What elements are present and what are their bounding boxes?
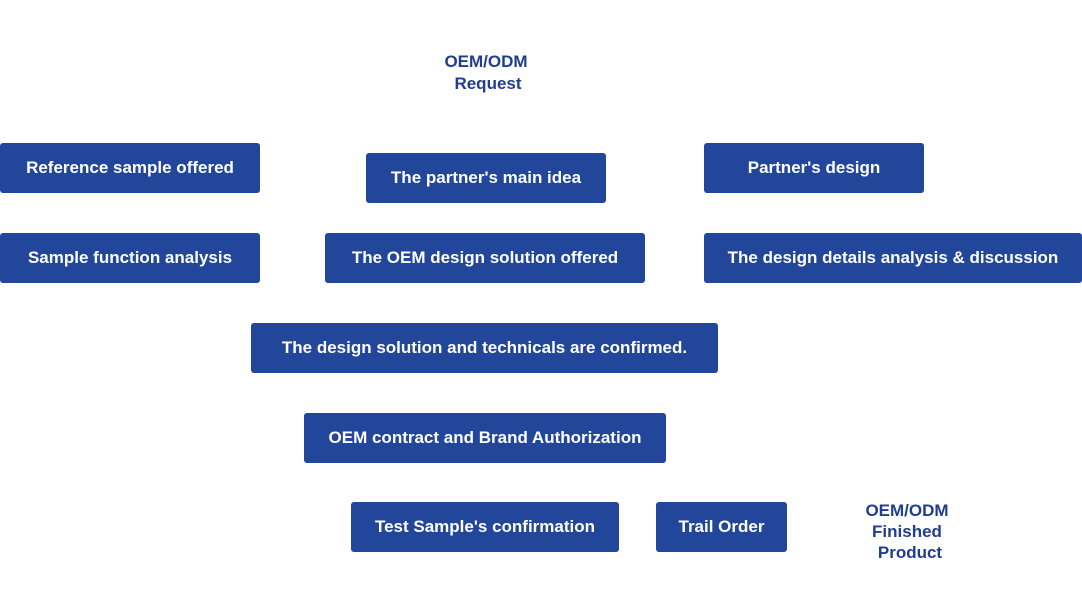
step-sample-function-analysis: Sample function analysis bbox=[0, 233, 260, 283]
step-test-sample-confirmation: Test Sample's confirmation bbox=[351, 502, 619, 552]
step-oem-design-solution-offered: The OEM design solution offered bbox=[325, 233, 645, 283]
end-label-line3: Product bbox=[877, 543, 943, 562]
start-label: OEM/ODM Request bbox=[430, 51, 542, 95]
step-oem-contract-brand-authorization-text: OEM contract and Brand Authorization bbox=[328, 428, 642, 448]
step-trail-order: Trail Order bbox=[656, 502, 787, 552]
end-label-line1: OEM/ODM bbox=[865, 501, 949, 520]
step-oem-design-solution-offered-text: The OEM design solution offered bbox=[351, 248, 619, 268]
step-design-solution-confirmed-text: The design solution and technicals are c… bbox=[281, 338, 688, 358]
step-partner-design: Partner's design bbox=[704, 143, 924, 193]
step-test-sample-confirmation-text: Test Sample's confirmation bbox=[374, 517, 596, 537]
step-design-solution-confirmed: The design solution and technicals are c… bbox=[251, 323, 718, 373]
step-partner-main-idea-text: The partner's main idea bbox=[390, 168, 582, 188]
start-label-line1: OEM/ODM bbox=[444, 52, 528, 71]
end-label-line2: Finished bbox=[872, 522, 942, 541]
step-trail-order-text: Trail Order bbox=[678, 517, 765, 537]
step-reference-sample-offered: Reference sample offered bbox=[0, 143, 260, 193]
step-partner-design-text: Partner's design bbox=[747, 158, 881, 178]
step-design-details-analysis: The design details analysis & discussion bbox=[704, 233, 1082, 283]
step-design-details-analysis-text: The design details analysis & discussion bbox=[727, 248, 1059, 268]
step-partner-main-idea: The partner's main idea bbox=[366, 153, 606, 203]
start-label-line2: Request bbox=[454, 74, 522, 93]
step-oem-contract-brand-authorization: OEM contract and Brand Authorization bbox=[304, 413, 666, 463]
step-reference-sample-offered-text: Reference sample offered bbox=[26, 158, 234, 178]
end-label: OEM/ODM Finished Product bbox=[852, 500, 962, 563]
step-sample-function-analysis-text: Sample function analysis bbox=[27, 248, 233, 268]
